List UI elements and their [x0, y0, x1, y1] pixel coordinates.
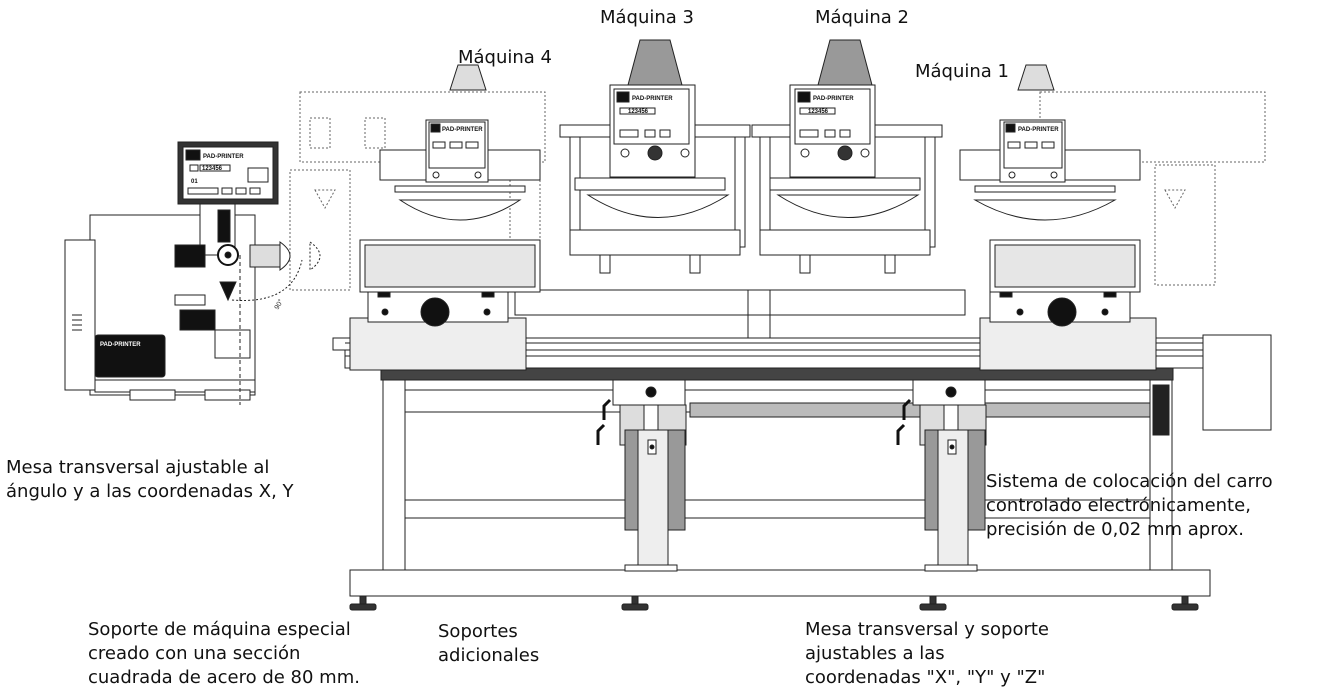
- carriage-right: [979, 291, 1157, 371]
- control-panel-machine-4: PAD-PRINTER: [428, 121, 486, 179]
- side-panel-brand: PAD-PRINTER: [100, 342, 141, 348]
- label-sistema-line-1: Sistema de colocación del carro: [986, 471, 1273, 492]
- angle-mark: 90°: [273, 298, 285, 311]
- panel-brand-4: PAD-PRINTER: [442, 127, 483, 133]
- label-mesa-xyz-line-3: coordenadas "X", "Y" y "Z": [805, 667, 1046, 688]
- machine-1: [959, 64, 1266, 293]
- panel-counter-2: 123456: [808, 109, 829, 115]
- panel-brand: PAD-PRINTER: [203, 154, 244, 160]
- label-soportes-adicionales: Soportes adicionales: [438, 620, 539, 668]
- panel-counter: 123456: [202, 166, 223, 172]
- control-panel-machine-3: PAD-PRINTER 123456: [613, 88, 690, 158]
- label-soporte-maquina: Soporte de máquina especial creado con u…: [88, 618, 360, 690]
- control-panel-large: PAD-PRINTER 123456 01: [177, 141, 279, 205]
- panel-counter-3: 123456: [628, 109, 649, 115]
- label-maquina-3: Máquina 3: [600, 7, 695, 28]
- label-maquina-4: Máquina 4: [458, 47, 553, 68]
- label-sistema-line-3: precisión de 0,02 mm aprox.: [986, 519, 1245, 540]
- panel-brand-1: PAD-PRINTER: [1018, 127, 1059, 133]
- control-panel-machine-2: PAD-PRINTER 123456: [794, 88, 871, 158]
- machine-2: [751, 39, 943, 274]
- panel-brand-2: PAD-PRINTER: [813, 96, 854, 102]
- panel-brand-3: PAD-PRINTER: [632, 96, 673, 102]
- label-soporte-line-1: Soporte de máquina especial: [88, 619, 351, 640]
- label-maquina-1: Máquina 1: [915, 61, 1010, 82]
- label-sistema: Sistema de colocación del carro controla…: [986, 470, 1273, 542]
- xyz-support-left: [596, 379, 687, 572]
- xyz-support-right: [896, 379, 987, 572]
- label-soportes-adicionales-line-2: adicionales: [438, 645, 540, 666]
- label-soporte-line-2: creado con una sección: [88, 643, 301, 664]
- machine-4: [289, 64, 546, 293]
- control-panel-machine-1: PAD-PRINTER: [1003, 121, 1063, 179]
- label-mesa-xy-line-1: Mesa transversal ajustable al: [6, 457, 270, 478]
- label-maquina-2: Máquina 2: [815, 7, 910, 28]
- side-view: [64, 199, 321, 405]
- label-mesa-xyz-line-2: ajustables a las: [805, 643, 945, 664]
- label-mesa-xyz-line-1: Mesa transversal y soporte: [805, 619, 1050, 640]
- carriage-left: [349, 291, 527, 371]
- machine-3: [559, 39, 751, 274]
- label-mesa-xy-line-2: ángulo y a las coordenadas X, Y: [6, 481, 294, 502]
- panel-program: 01: [191, 179, 198, 185]
- label-soporte-line-3: cuadrada de acero de 80 mm.: [88, 667, 360, 688]
- label-mesa-xy: Mesa transversal ajustable al ángulo y a…: [6, 456, 294, 504]
- label-soportes-adicionales-line-1: Soportes: [438, 621, 518, 642]
- label-sistema-line-2: controlado electrónicamente,: [986, 495, 1251, 516]
- label-mesa-xyz: Mesa transversal y soporte ajustables a …: [805, 618, 1049, 690]
